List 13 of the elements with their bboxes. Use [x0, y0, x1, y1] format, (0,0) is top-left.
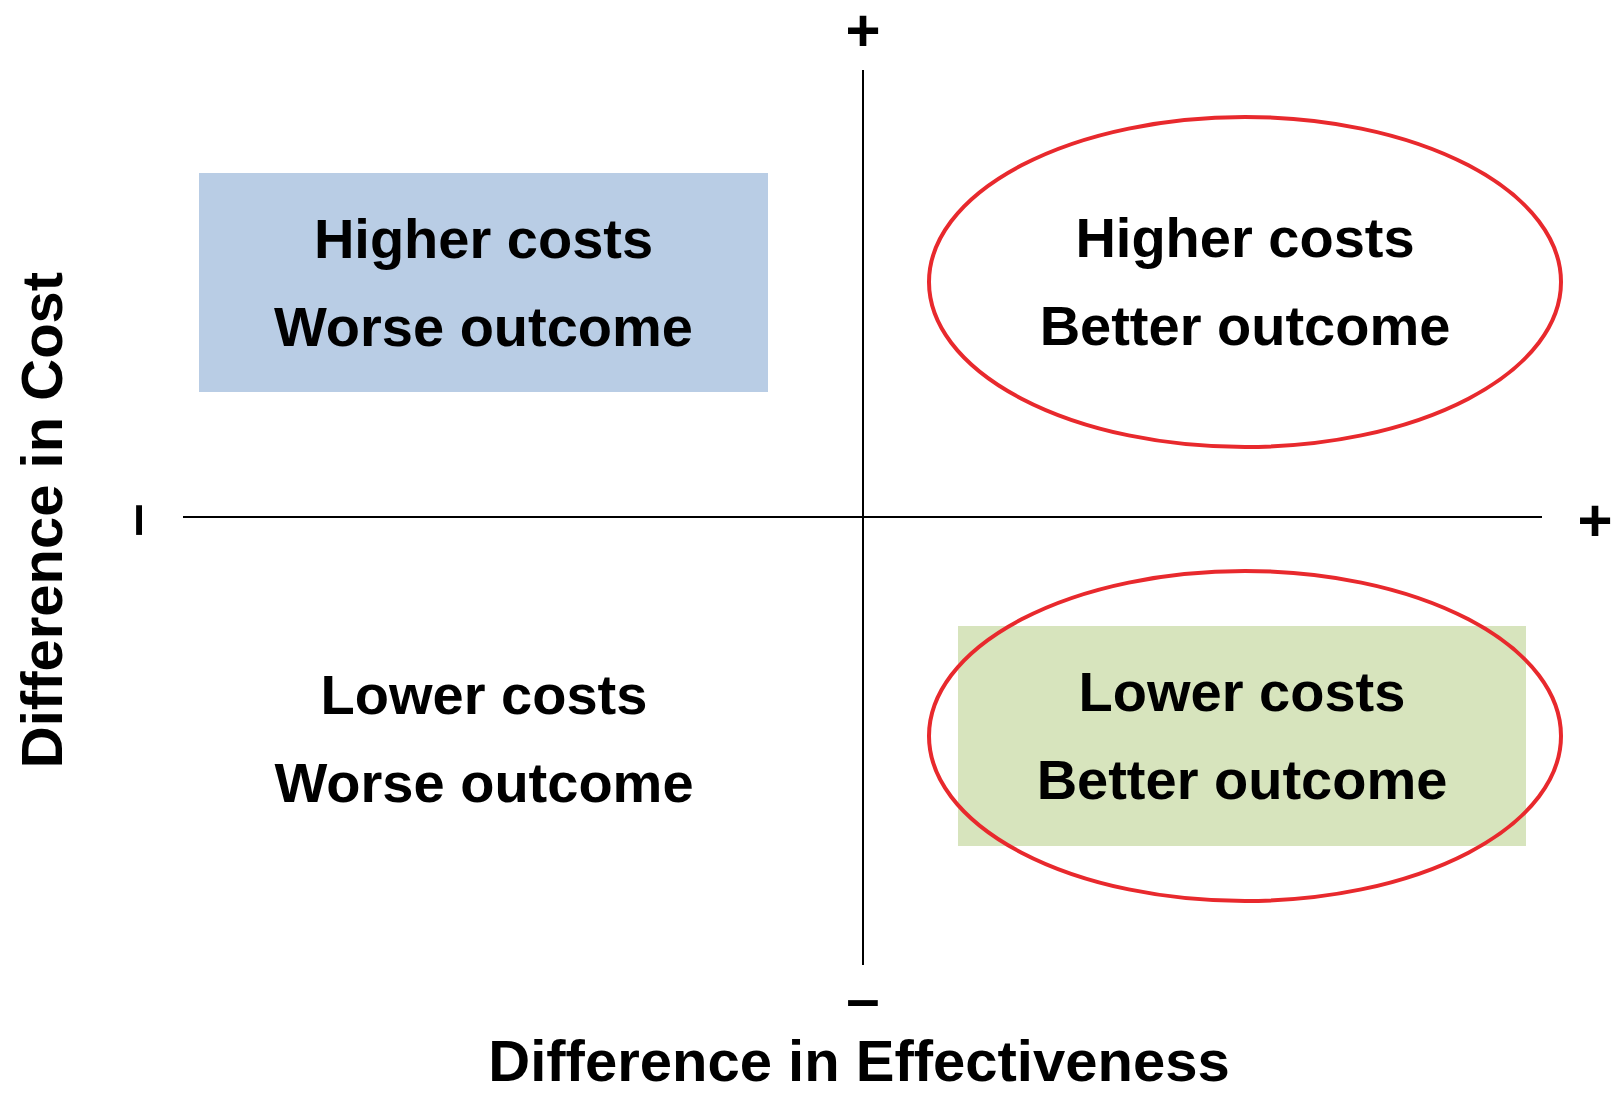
quadrant-text: Worse outcome [274, 749, 694, 815]
quadrant-text: Worse outcome [273, 293, 693, 360]
quadrant-text: Lower costs [1078, 659, 1406, 725]
axis-sign: + [1577, 485, 1613, 555]
quadrant-text: Higher costs [313, 205, 654, 272]
axis-title: Difference in Cost [7, 271, 75, 769]
quadrant-text: Higher costs [1075, 205, 1415, 271]
quadrant-text: Better outcome [1036, 747, 1448, 813]
axis-sign: + [845, 0, 881, 65]
quadrant-text: Better outcome [1039, 293, 1451, 359]
quadrant-text: Lower costs [320, 661, 648, 727]
axis-sign: – [99, 503, 169, 537]
quadrant-box [199, 173, 768, 392]
